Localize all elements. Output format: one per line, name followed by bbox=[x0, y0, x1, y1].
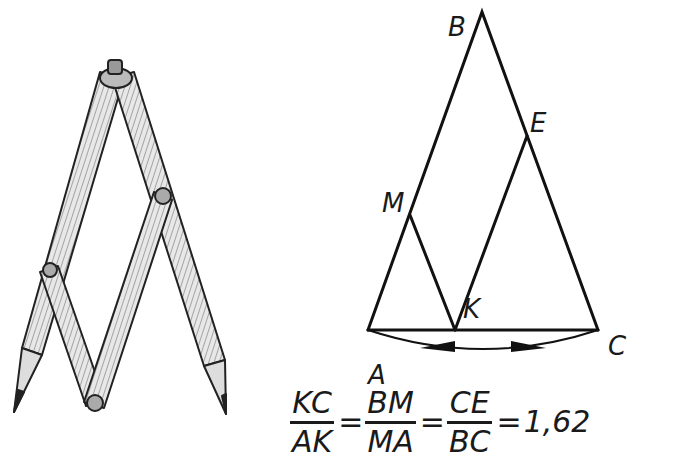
divider bbox=[14, 60, 226, 414]
fraction-bar bbox=[447, 421, 493, 424]
equals-sign: = bbox=[420, 407, 445, 437]
fraction: CE BC bbox=[447, 388, 493, 457]
point-label: A bbox=[368, 362, 386, 388]
point-label: B bbox=[448, 14, 466, 40]
point-label: M bbox=[382, 190, 404, 216]
numerator: BM bbox=[365, 388, 415, 418]
point-label: C bbox=[608, 333, 626, 359]
point-label: E bbox=[530, 110, 546, 136]
fraction-bar bbox=[290, 421, 334, 424]
numerator: KC bbox=[290, 388, 334, 418]
equals-sign: = bbox=[338, 407, 363, 437]
arc-arrowhead bbox=[420, 341, 455, 352]
ratio-value: 1,62 bbox=[524, 407, 591, 437]
numerator: CE bbox=[448, 388, 492, 418]
denominator: BC bbox=[447, 427, 493, 457]
fraction: BM MA bbox=[365, 388, 415, 457]
fraction-bar bbox=[365, 421, 415, 424]
triangle-figure bbox=[368, 12, 598, 349]
point-label: K bbox=[463, 296, 480, 322]
denominator: MA bbox=[365, 427, 415, 457]
equals-sign: = bbox=[496, 407, 521, 437]
arc-arrowhead bbox=[511, 341, 546, 352]
fraction: KC AK bbox=[290, 388, 334, 457]
denominator: AK bbox=[290, 427, 334, 457]
